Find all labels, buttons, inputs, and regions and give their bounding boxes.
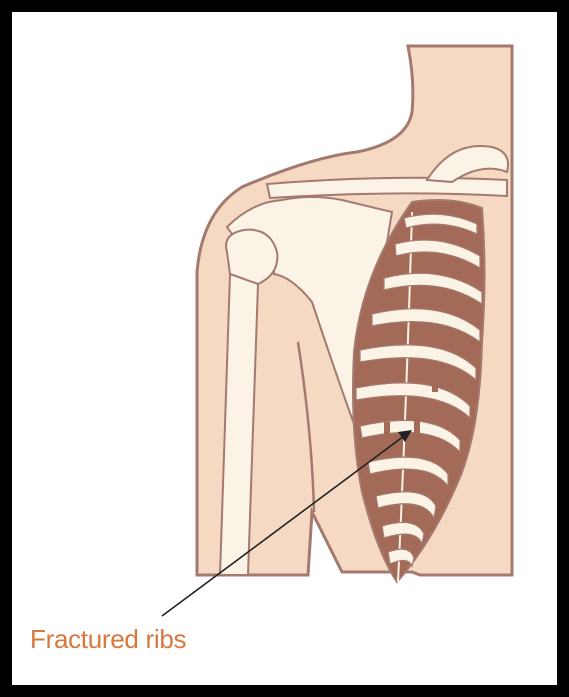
rib xyxy=(367,456,449,488)
clavicle xyxy=(265,176,508,200)
fracture-mark xyxy=(432,376,438,392)
fracture-marks xyxy=(384,376,438,440)
fractured-ribs-illustration xyxy=(161,44,514,617)
rib xyxy=(359,344,477,382)
illustration-panel: Fractured ribs xyxy=(12,12,557,685)
rib xyxy=(387,548,415,568)
clavicle-end xyxy=(425,145,509,184)
rib xyxy=(355,382,471,420)
rib xyxy=(383,272,483,306)
humerus xyxy=(218,272,260,576)
rib xyxy=(381,521,425,547)
fractured-ribs-label: Fractured ribs xyxy=(30,624,187,654)
fracture-mark xyxy=(414,416,420,434)
fracture-mark xyxy=(384,422,390,440)
annotation-arrow-line xyxy=(161,435,405,617)
rib xyxy=(394,239,481,270)
rib xyxy=(403,213,478,235)
rib xyxy=(371,308,481,344)
annotation-arrowhead xyxy=(398,430,412,442)
rib xyxy=(375,491,437,520)
armpit-line xyxy=(296,341,316,513)
